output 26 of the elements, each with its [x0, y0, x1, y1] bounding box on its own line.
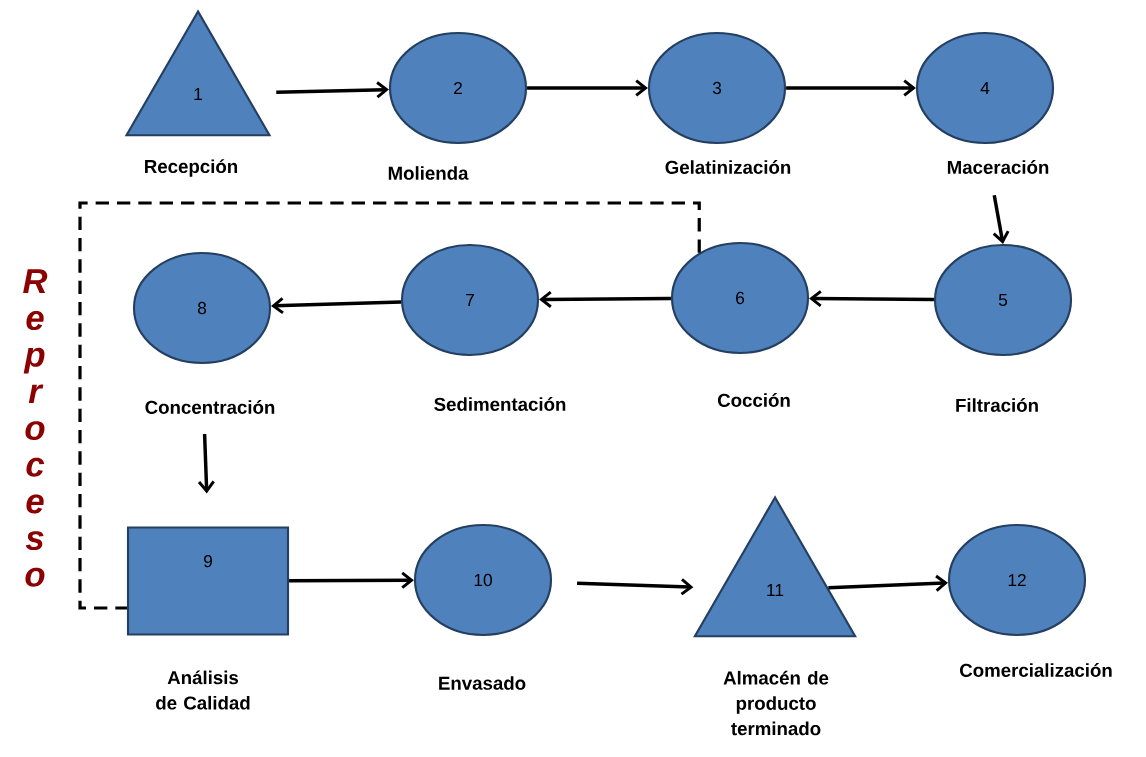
- vertical-label: Reproceso: [23, 269, 48, 587]
- dashed-line: [78, 201, 701, 610]
- arrow: [992, 194, 1010, 244]
- step-label: Recepción: [145, 159, 238, 177]
- step-label: Análisis de Calidad: [156, 670, 250, 710]
- step-label: Maceración: [947, 160, 1049, 174]
- arrow: [809, 290, 934, 308]
- step-label: Comercialización: [960, 663, 1112, 677]
- arrow: [527, 79, 648, 97]
- arrow: [539, 290, 671, 308]
- arrow: [289, 571, 414, 589]
- arrow: [828, 574, 949, 592]
- step-label: Envasado: [439, 676, 526, 690]
- arrow: [786, 79, 916, 97]
- step-label: Cocción: [717, 393, 790, 407]
- arrow: [197, 433, 215, 494]
- process-box: 9: [126, 526, 290, 636]
- arrow: [577, 578, 694, 596]
- arrow: [271, 297, 402, 315]
- step-label: Molienda: [388, 166, 469, 180]
- step-label: Sedimentación: [434, 397, 566, 411]
- step-label: Gelatinización: [665, 160, 791, 174]
- step-label: Filtración: [956, 398, 1038, 412]
- step-label: Almacén de producto terminado: [723, 670, 829, 736]
- arrow: [276, 81, 389, 99]
- step-label: Concentración: [145, 400, 275, 414]
